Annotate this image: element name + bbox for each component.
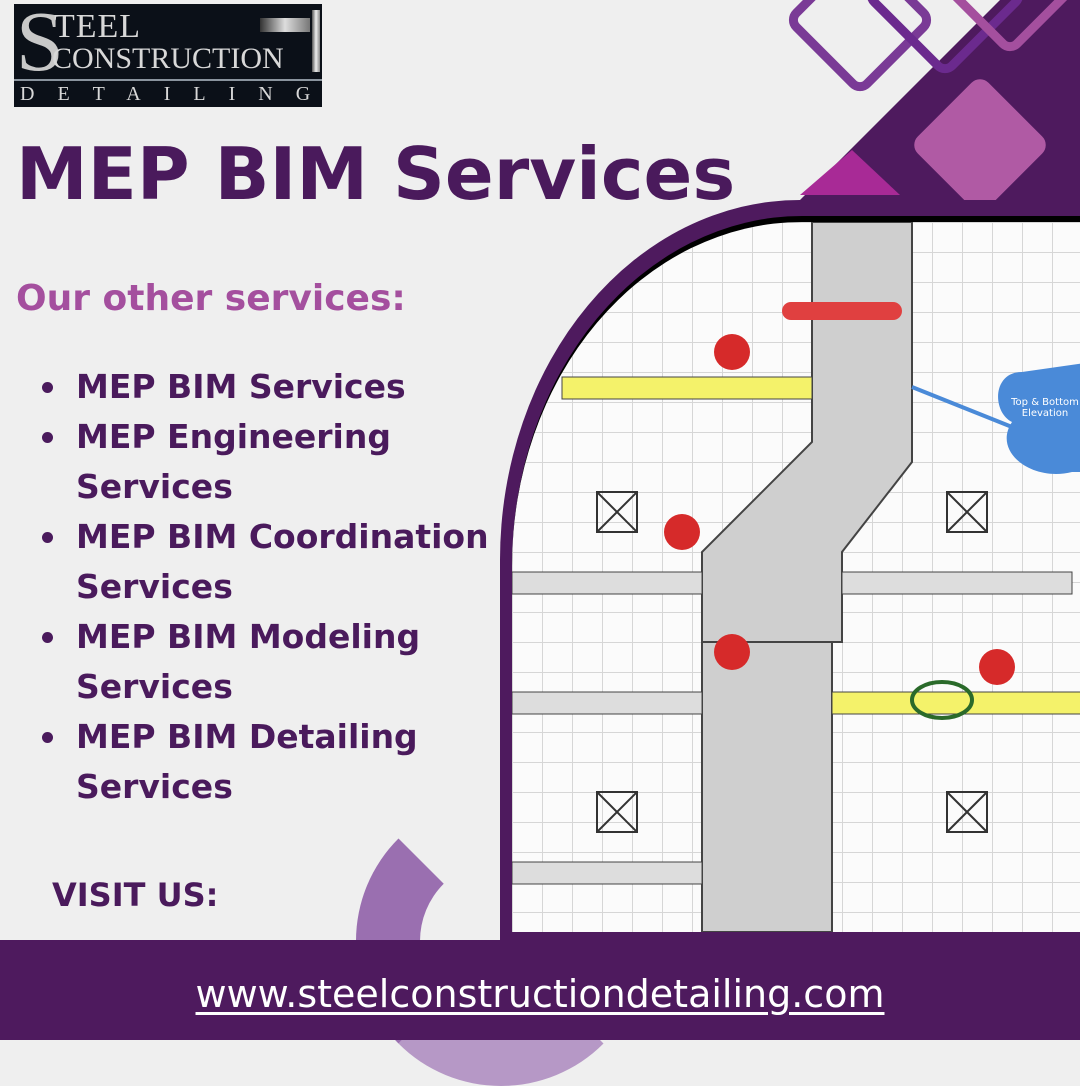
footer-band [0,940,1080,1040]
logo-divider [14,79,322,81]
company-logo: S TEEL CONSTRUCTION DETAILING [14,0,334,107]
logo-beam-icon [260,18,310,32]
service-item: MEP Engineering Services [36,412,406,512]
mep-drawing-image: Top & Bottom Elevation [512,216,1080,932]
service-item: MEP BIM Modeling Services [36,612,436,712]
logo-line-3: DETAILING [20,83,334,105]
logo-line-1: TEEL [54,8,142,45]
subtitle: Our other services: [16,278,406,319]
page-title: MEP BIM Services [16,132,736,216]
service-item: MEP BIM Detailing Services [36,712,436,812]
logo-letter: S [16,0,64,89]
services-list: MEP BIM Services MEP Engineering Service… [36,362,506,812]
elevation-callout: Top & Bottom Elevation [1011,397,1079,419]
service-item: MEP BIM Coordination Services [36,512,506,612]
logo-line-2: CONSTRUCTION [52,42,284,75]
duct-layout [512,222,1080,932]
website-link[interactable]: www.steelconstructiondetailing.com [195,972,885,1016]
decorative-diamonds [788,0,1080,230]
logo-post-icon [312,10,320,72]
service-item: MEP BIM Services [36,362,506,412]
visit-label: VISIT US: [52,876,219,914]
